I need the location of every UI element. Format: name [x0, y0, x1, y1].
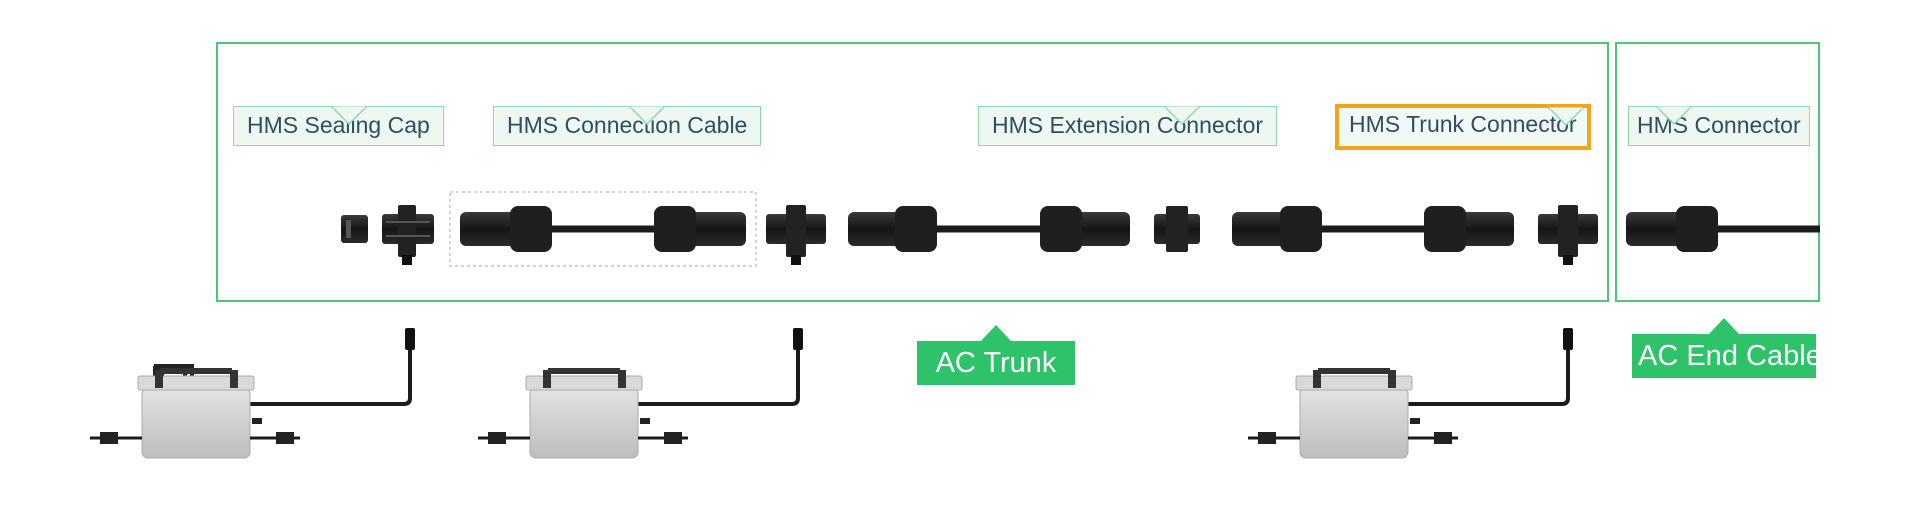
trunk-connector-callout[interactable]: HMS Trunk Connector [1335, 104, 1591, 150]
connection-cable-selection [449, 191, 757, 267]
connector-icon [1538, 205, 1598, 265]
badge-pointer [1708, 318, 1740, 335]
callout-pointer [330, 106, 368, 126]
trunk-connector-label: HMS Trunk Connector [1349, 111, 1577, 137]
ac-end-cable-badge: AC End Cable [1632, 318, 1822, 378]
connector-icon [382, 205, 434, 265]
connector-icon [1154, 206, 1200, 252]
ac-trunk-badge: AC Trunk [917, 325, 1075, 385]
callout-pointer [1655, 106, 1693, 126]
ac-end-cable-label: AC End Cable [1638, 340, 1822, 372]
cable-icon [1232, 206, 1514, 252]
microinverter-icon [90, 364, 300, 459]
ac-end-cable-frame [1615, 42, 1820, 302]
connection-cable-callout: HMS Connection Cable [493, 106, 762, 146]
callout-pointer [628, 106, 666, 126]
ac-trunk-frame [216, 42, 1609, 302]
cable-icon [1626, 206, 1820, 252]
badge-pointer [980, 325, 1012, 342]
inverter-drop-cable [250, 335, 1570, 406]
cable-icon [848, 206, 1130, 252]
extension-connector-callout: HMS Extension Connector [978, 106, 1278, 146]
microinverter-icon [478, 368, 688, 459]
microinverter-icon [1248, 368, 1458, 459]
callout-pointer [1163, 106, 1201, 126]
extension-connector-label: HMS Extension Connector [992, 112, 1264, 138]
sealing-cap-callout: HMS Sealing Cap [233, 106, 444, 146]
hms-connector-label: HMS Connector [1637, 112, 1801, 138]
connection-cable-label: HMS Connection Cable [507, 112, 748, 138]
connector-icon [766, 205, 826, 265]
callout-pointer [1547, 107, 1585, 127]
sealing-cap-icon [341, 215, 368, 243]
cable-icon [460, 206, 746, 252]
hms-connector-callout: HMS Connector [1628, 106, 1810, 146]
ac-trunk-label: AC Trunk [935, 347, 1057, 379]
sealing-cap-label: HMS Sealing Cap [247, 112, 430, 138]
